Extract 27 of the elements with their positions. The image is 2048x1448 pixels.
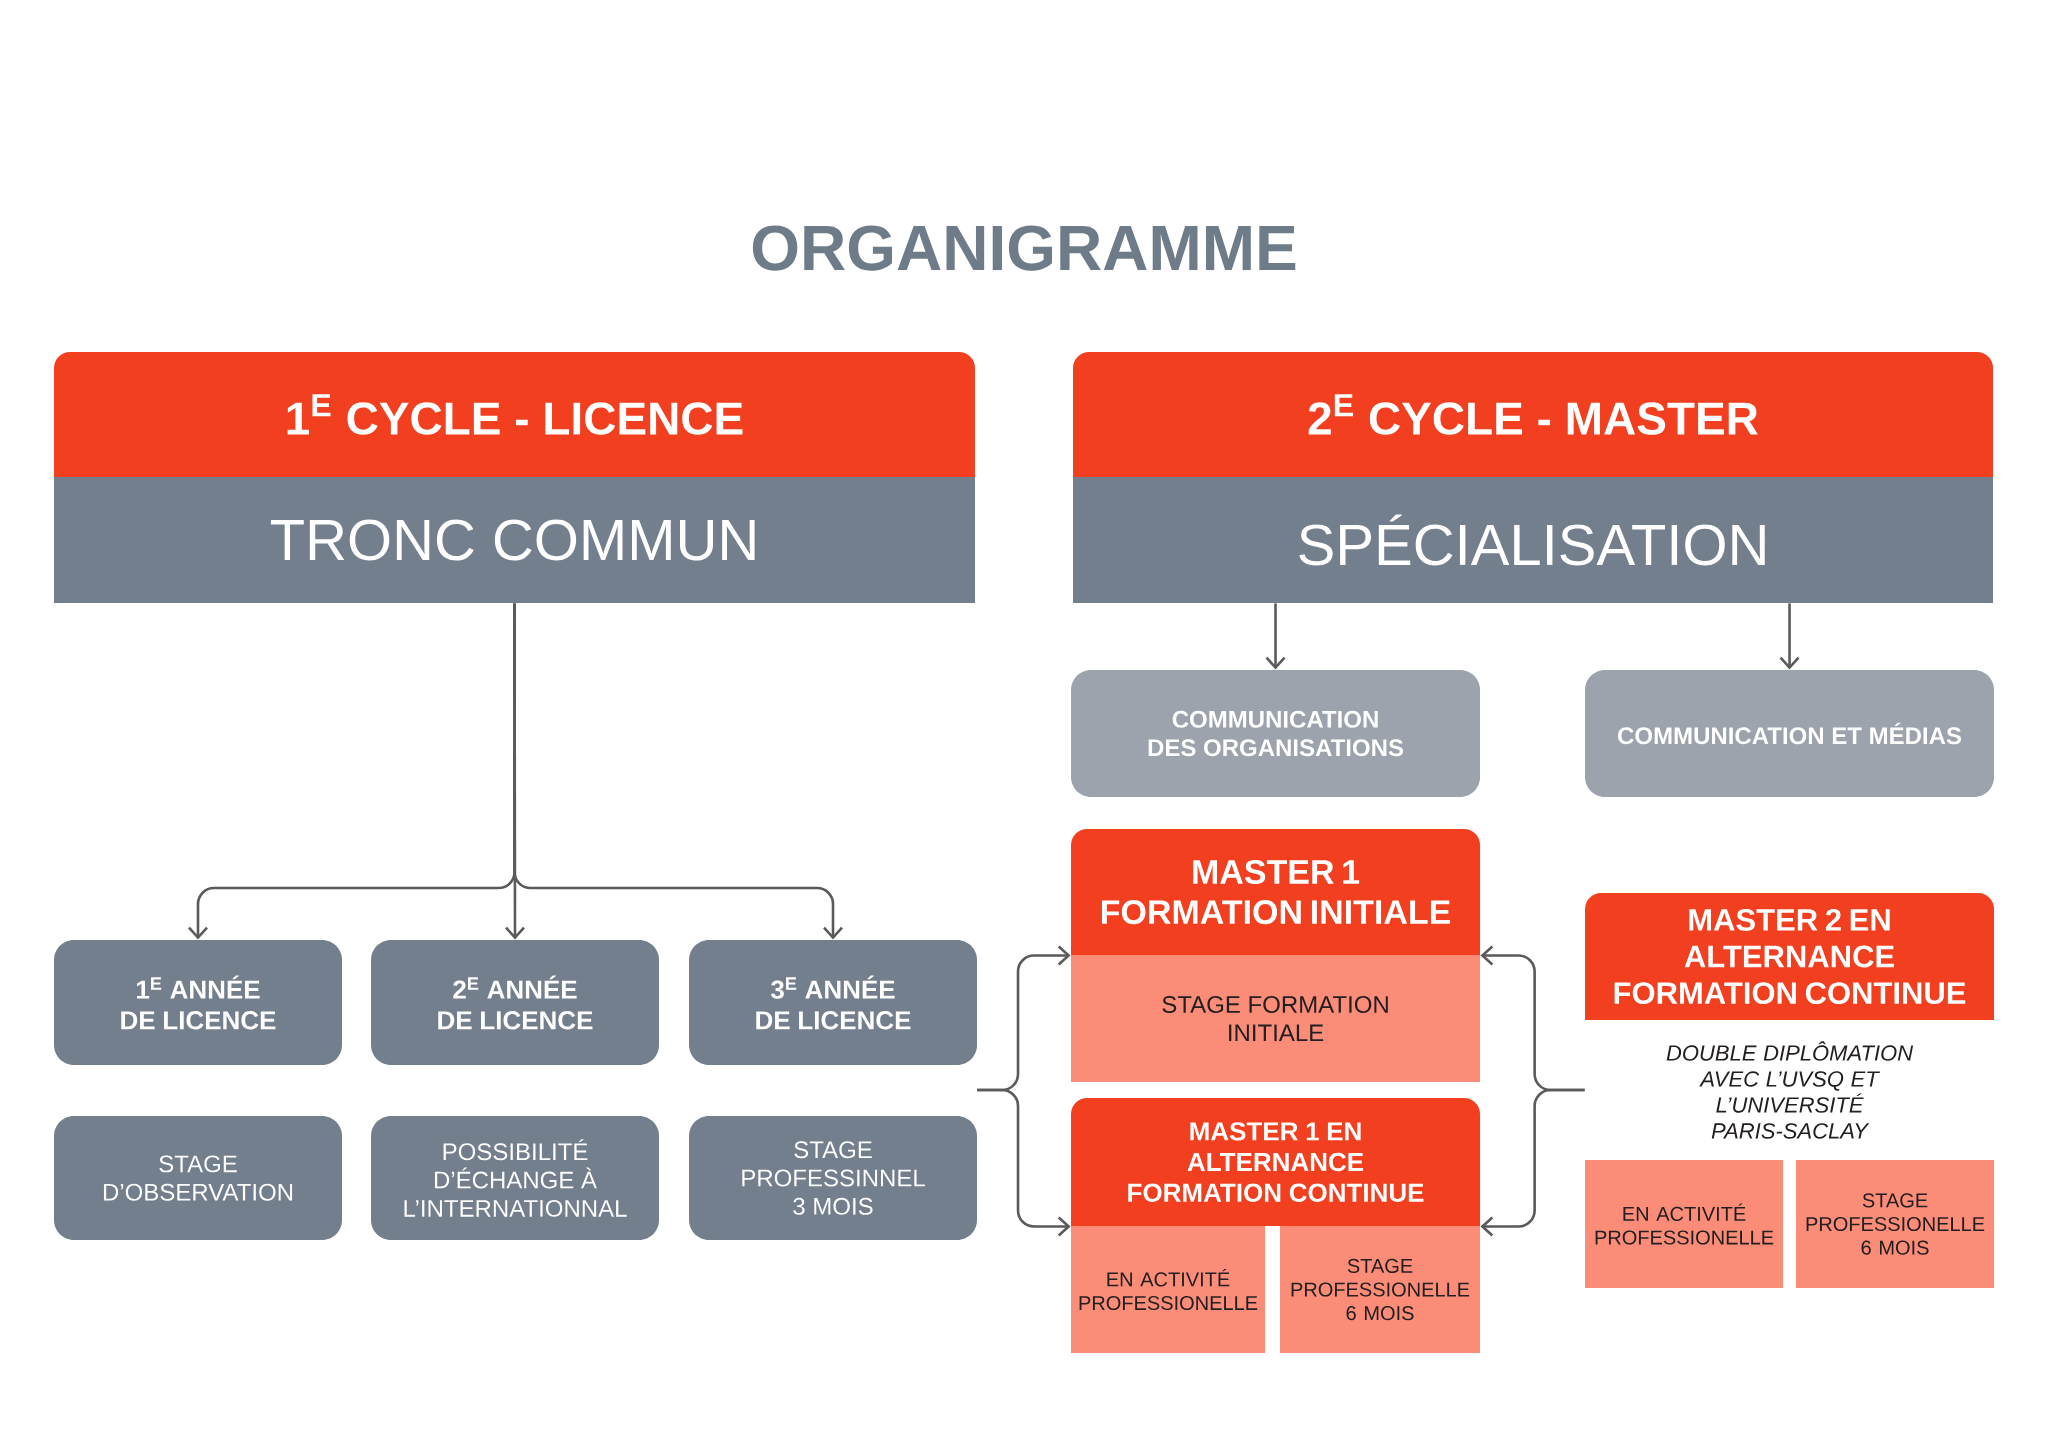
internship-box: POSSIBILITÉ D’ÉCHANGE À L’INTERNATIONNAL [371, 1116, 659, 1241]
program-box: MASTER 1 FORMATION INITIALE STAGE FORMATION INITIALE [1071, 829, 1481, 1083]
cycle-header-box: 1$^{E}$ CYCLE - LICENCE TRONC COMMUN [54, 352, 975, 603]
specialization-box: COMMUNICATION ET MÉDIAS [1585, 670, 1995, 797]
arrow [1265, 603, 1286, 670]
option-box: EN ACTIVITÉ PROFESSIONELLE [1585, 1160, 1784, 1289]
year-box: 2$^{E}$ ANNÉE DE LICENCE [371, 940, 659, 1066]
node-label: MASTER 1 FORMATION INITIALE [1101, 859, 1451, 925]
node-label: 1$^{E}$ CYCLE - LICENCE [287, 394, 743, 435]
arrow [977, 1088, 1071, 1237]
option-box: EN ACTIVITÉ PROFESSIONELLE [1071, 1226, 1265, 1354]
arrow [1480, 1088, 1585, 1237]
cycle-header-box: 2$^{E}$ CYCLE - MASTER SPÉCIALISATION [1073, 352, 1994, 603]
title: ORGANIGRAMME [752, 225, 1296, 271]
internship-box: STAGE D’OBSERVATION [54, 1116, 342, 1241]
node-label: 2$^{E}$ CYCLE - MASTER [1308, 394, 1758, 435]
program-box: MASTER 2 EN ALTERNANCE FORMATION CONTINUE [1585, 893, 1995, 1021]
option-box: STAGE PROFESSIONELLE 6 MOIS [1280, 1226, 1481, 1354]
note-text: DOUBLE DIPLÔMATION AVEC L’UVSQ ET L’UNIVERSITÉ PARIS-SACLAY [1666, 1041, 1914, 1139]
year-box: 1$^{E}$ ANNÉE DE LICENCE [54, 940, 342, 1066]
arrow [1779, 603, 1800, 670]
program-box: MASTER 1 EN ALTERNANCE FORMATION CONTINUE [1071, 1098, 1481, 1227]
arrow [513, 603, 843, 940]
option-box: STAGE PROFESSIONELLE 6 MOIS [1796, 1160, 1995, 1289]
year-box: 3$^{E}$ ANNÉE DE LICENCE [689, 940, 977, 1066]
internship-box: STAGE PROFESSINNEL 3 MOIS [689, 1116, 977, 1241]
specialization-box: COMMUNICATION DES ORGANISATIONS [1071, 670, 1481, 797]
